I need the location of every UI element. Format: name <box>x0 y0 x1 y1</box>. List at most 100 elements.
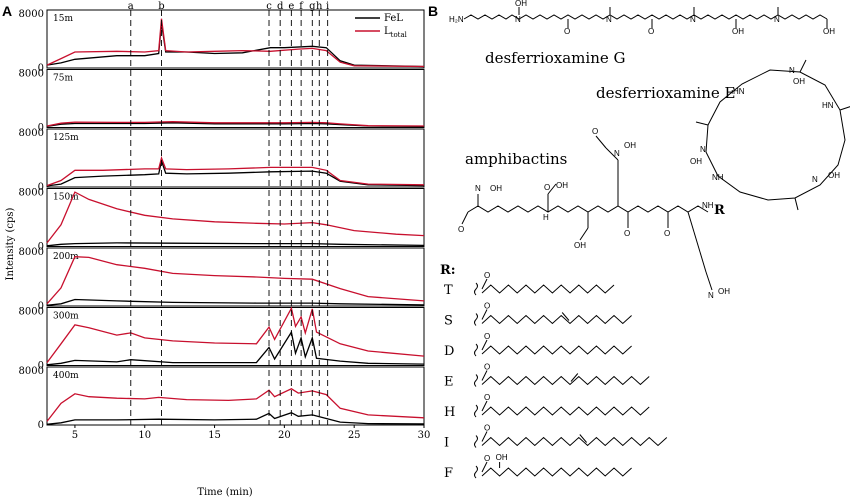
peak-marker-label: g <box>309 1 316 12</box>
carbonyl-oxygen: O <box>484 454 490 463</box>
r-group-letter: F <box>444 466 453 481</box>
series-line-ltotal <box>46 121 425 127</box>
series-line-ltotal <box>46 388 425 422</box>
legend-subscript: total <box>391 31 408 39</box>
carbonyl-oxygen: O <box>484 424 490 433</box>
atom-o-a3: O <box>624 229 630 238</box>
atom-n-4: N <box>774 15 780 24</box>
legend-label: FeL <box>384 13 403 24</box>
atom-nh-e: NH <box>712 173 724 182</box>
atom-n-e2: N <box>812 175 818 184</box>
depth-label: 300m <box>53 312 79 322</box>
alkyl-chain <box>481 406 650 416</box>
attachment-wave <box>474 282 478 296</box>
carbonyl-bond <box>481 431 488 442</box>
attachment-wave <box>474 404 478 418</box>
peak-marker-label: h <box>316 1 323 12</box>
x-tick-label: 15 <box>208 430 221 441</box>
series-line-ltotal <box>46 256 425 305</box>
atom-n-a1: N <box>475 184 481 193</box>
atom-o-a5: O <box>664 229 670 238</box>
carbonyl-bond <box>481 400 488 412</box>
y-tick-label: 0 <box>38 123 44 134</box>
atom-o-a1: O <box>458 225 464 234</box>
atom-oh-2: OH <box>732 27 744 36</box>
atom-r: R <box>714 203 725 218</box>
atom-oh-3: OH <box>823 27 835 36</box>
y-tick-label: 0 <box>38 420 44 431</box>
y-tick-label: 8000 <box>19 247 44 258</box>
y-tick-label: 8000 <box>19 307 44 318</box>
depth-label: 400m <box>53 371 79 381</box>
double-bond <box>579 434 587 443</box>
r-group-letter: I <box>444 436 449 451</box>
y-tick-label: 8000 <box>19 9 44 20</box>
depth-label: 150m <box>53 193 79 203</box>
x-tick-label: 25 <box>348 430 361 441</box>
atom-oh-a2: OH <box>556 181 568 190</box>
atom-o-1: O <box>564 27 570 36</box>
atom-hn-e: HN <box>822 101 834 110</box>
attachment-wave <box>474 313 478 326</box>
label-desferrioxamine-e: desferrioxamine E <box>596 84 735 102</box>
amphibactin-atoms: N OH O O OH H OH O N OH O O NH R N OH <box>458 127 730 300</box>
r-group-heading: R: <box>440 263 456 278</box>
label-desferrioxamine-g: desferrioxamine G <box>485 49 626 67</box>
series-line-fel <box>46 298 425 306</box>
series-line-ltotal <box>46 191 425 244</box>
carbonyl-oxygen: O <box>484 363 490 372</box>
y-axis-label: Intensity (cps) <box>5 207 16 280</box>
atom-oh-a1: OH <box>490 184 502 193</box>
atom-n-a3: N <box>708 291 714 300</box>
atom-oh-1: OH <box>515 0 527 8</box>
r-group-letter: S <box>444 314 453 329</box>
desferrioxamine-e-atoms: N OH HN N OH NH N OH HN <box>690 66 840 184</box>
carbonyl-oxygen: O <box>484 271 490 280</box>
r-group-H: HO <box>444 393 650 420</box>
alkyl-chain <box>481 467 632 477</box>
r-group-T: TO <box>444 271 615 298</box>
peak-marker-label: a <box>128 1 134 12</box>
carbonyl-bond <box>481 370 488 381</box>
alkyl-chain <box>481 436 668 447</box>
peak-marker-label: i <box>326 1 329 12</box>
x-tick-label: 30 <box>418 430 431 441</box>
structures-panel: desferrioxamine G desferrioxamine E amph… <box>440 0 850 481</box>
peak-marker-label: b <box>158 1 164 12</box>
series-line-ltotal <box>46 18 425 68</box>
r-group-letter: D <box>444 344 454 359</box>
y-tick-label: 8000 <box>19 128 44 139</box>
desferrioxamine-g-atoms: H₂N OH N O N O N OH N OH <box>449 0 835 36</box>
x-tick-label: 5 <box>72 430 78 441</box>
desferrioxamine-e-structure <box>695 59 850 211</box>
r-group-letter: T <box>444 283 453 298</box>
carbonyl-bond <box>481 339 488 351</box>
atom-hn-e2: HN <box>733 87 745 96</box>
peak-marker-label: d <box>277 1 284 12</box>
attachment-wave <box>474 465 478 479</box>
depth-label: 75m <box>53 74 73 84</box>
alkyl-chain <box>481 284 615 294</box>
y-tick-label: 8000 <box>19 188 44 199</box>
series-line-fel <box>46 122 425 128</box>
atom-n-2: N <box>606 15 612 24</box>
double-bond <box>570 373 579 382</box>
peak-marker-label: c <box>266 1 272 12</box>
panel-b-letter: B <box>428 3 438 19</box>
atom-oh-a3: OH <box>574 241 586 250</box>
attachment-wave <box>474 435 478 448</box>
panel-frame <box>46 69 425 128</box>
atom-n-e1: N <box>789 66 795 75</box>
depth-label: 200m <box>53 252 79 262</box>
carbonyl-oxygen: O <box>484 393 490 402</box>
series-line-fel <box>46 22 425 68</box>
atom-nh-a: NH <box>702 201 714 210</box>
atom-h2n: H₂N <box>449 15 464 24</box>
